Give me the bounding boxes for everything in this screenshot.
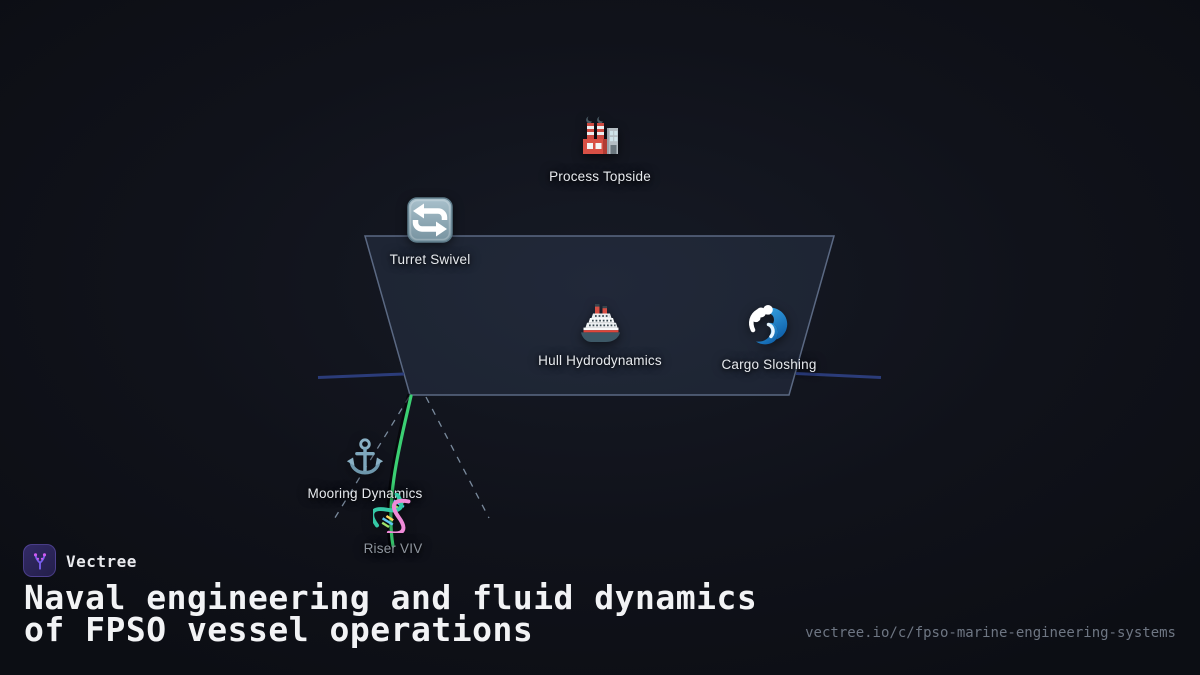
brand-name: Vectree — [66, 552, 137, 571]
watermark-url: vectree.io/c/fpso-marine-engineering-sys… — [805, 625, 1176, 641]
anchor-icon — [344, 436, 386, 478]
poster-title-line1: Naval engineering and fluid dynamics — [24, 578, 758, 617]
node-label: Process Topside — [549, 169, 651, 184]
node-label: Cargo Sloshing — [721, 357, 817, 372]
waterline-left — [317, 372, 405, 379]
wave-icon — [746, 303, 792, 349]
node-process-topside[interactable]: Process Topside — [500, 115, 700, 184]
riser-line — [389, 394, 413, 548]
node-hull-hydrodynamics[interactable]: Hull Hydrodynamics — [500, 301, 700, 368]
poster-title-line2: of FPSO vessel operations — [24, 610, 534, 649]
vectree-branch-icon — [33, 552, 46, 570]
ship-icon — [576, 301, 624, 345]
swap-arrows-icon — [406, 196, 454, 244]
node-label: Riser VIV — [363, 541, 423, 556]
mooring-line-right — [425, 396, 490, 519]
node-turret-swivel[interactable]: Turret Swivel — [330, 196, 530, 267]
node-mooring-dynamics[interactable]: Mooring Dynamics — [265, 436, 465, 501]
waterline-right — [795, 372, 882, 379]
vectree-logo — [23, 544, 56, 577]
riser-line-shadow — [386, 393, 412, 549]
node-riser-viv[interactable]: Riser VIV — [293, 492, 493, 556]
node-label: Hull Hydrodynamics — [538, 353, 662, 368]
dna-icon — [370, 492, 413, 536]
poster-title: Naval engineering and fluid dynamics of … — [24, 578, 758, 649]
mooring-line-left — [332, 396, 410, 522]
factory-icon — [577, 115, 623, 161]
node-cargo-sloshing[interactable]: Cargo Sloshing — [669, 303, 869, 372]
node-label: Turret Swivel — [389, 252, 471, 267]
node-label: Mooring Dynamics — [307, 486, 423, 501]
